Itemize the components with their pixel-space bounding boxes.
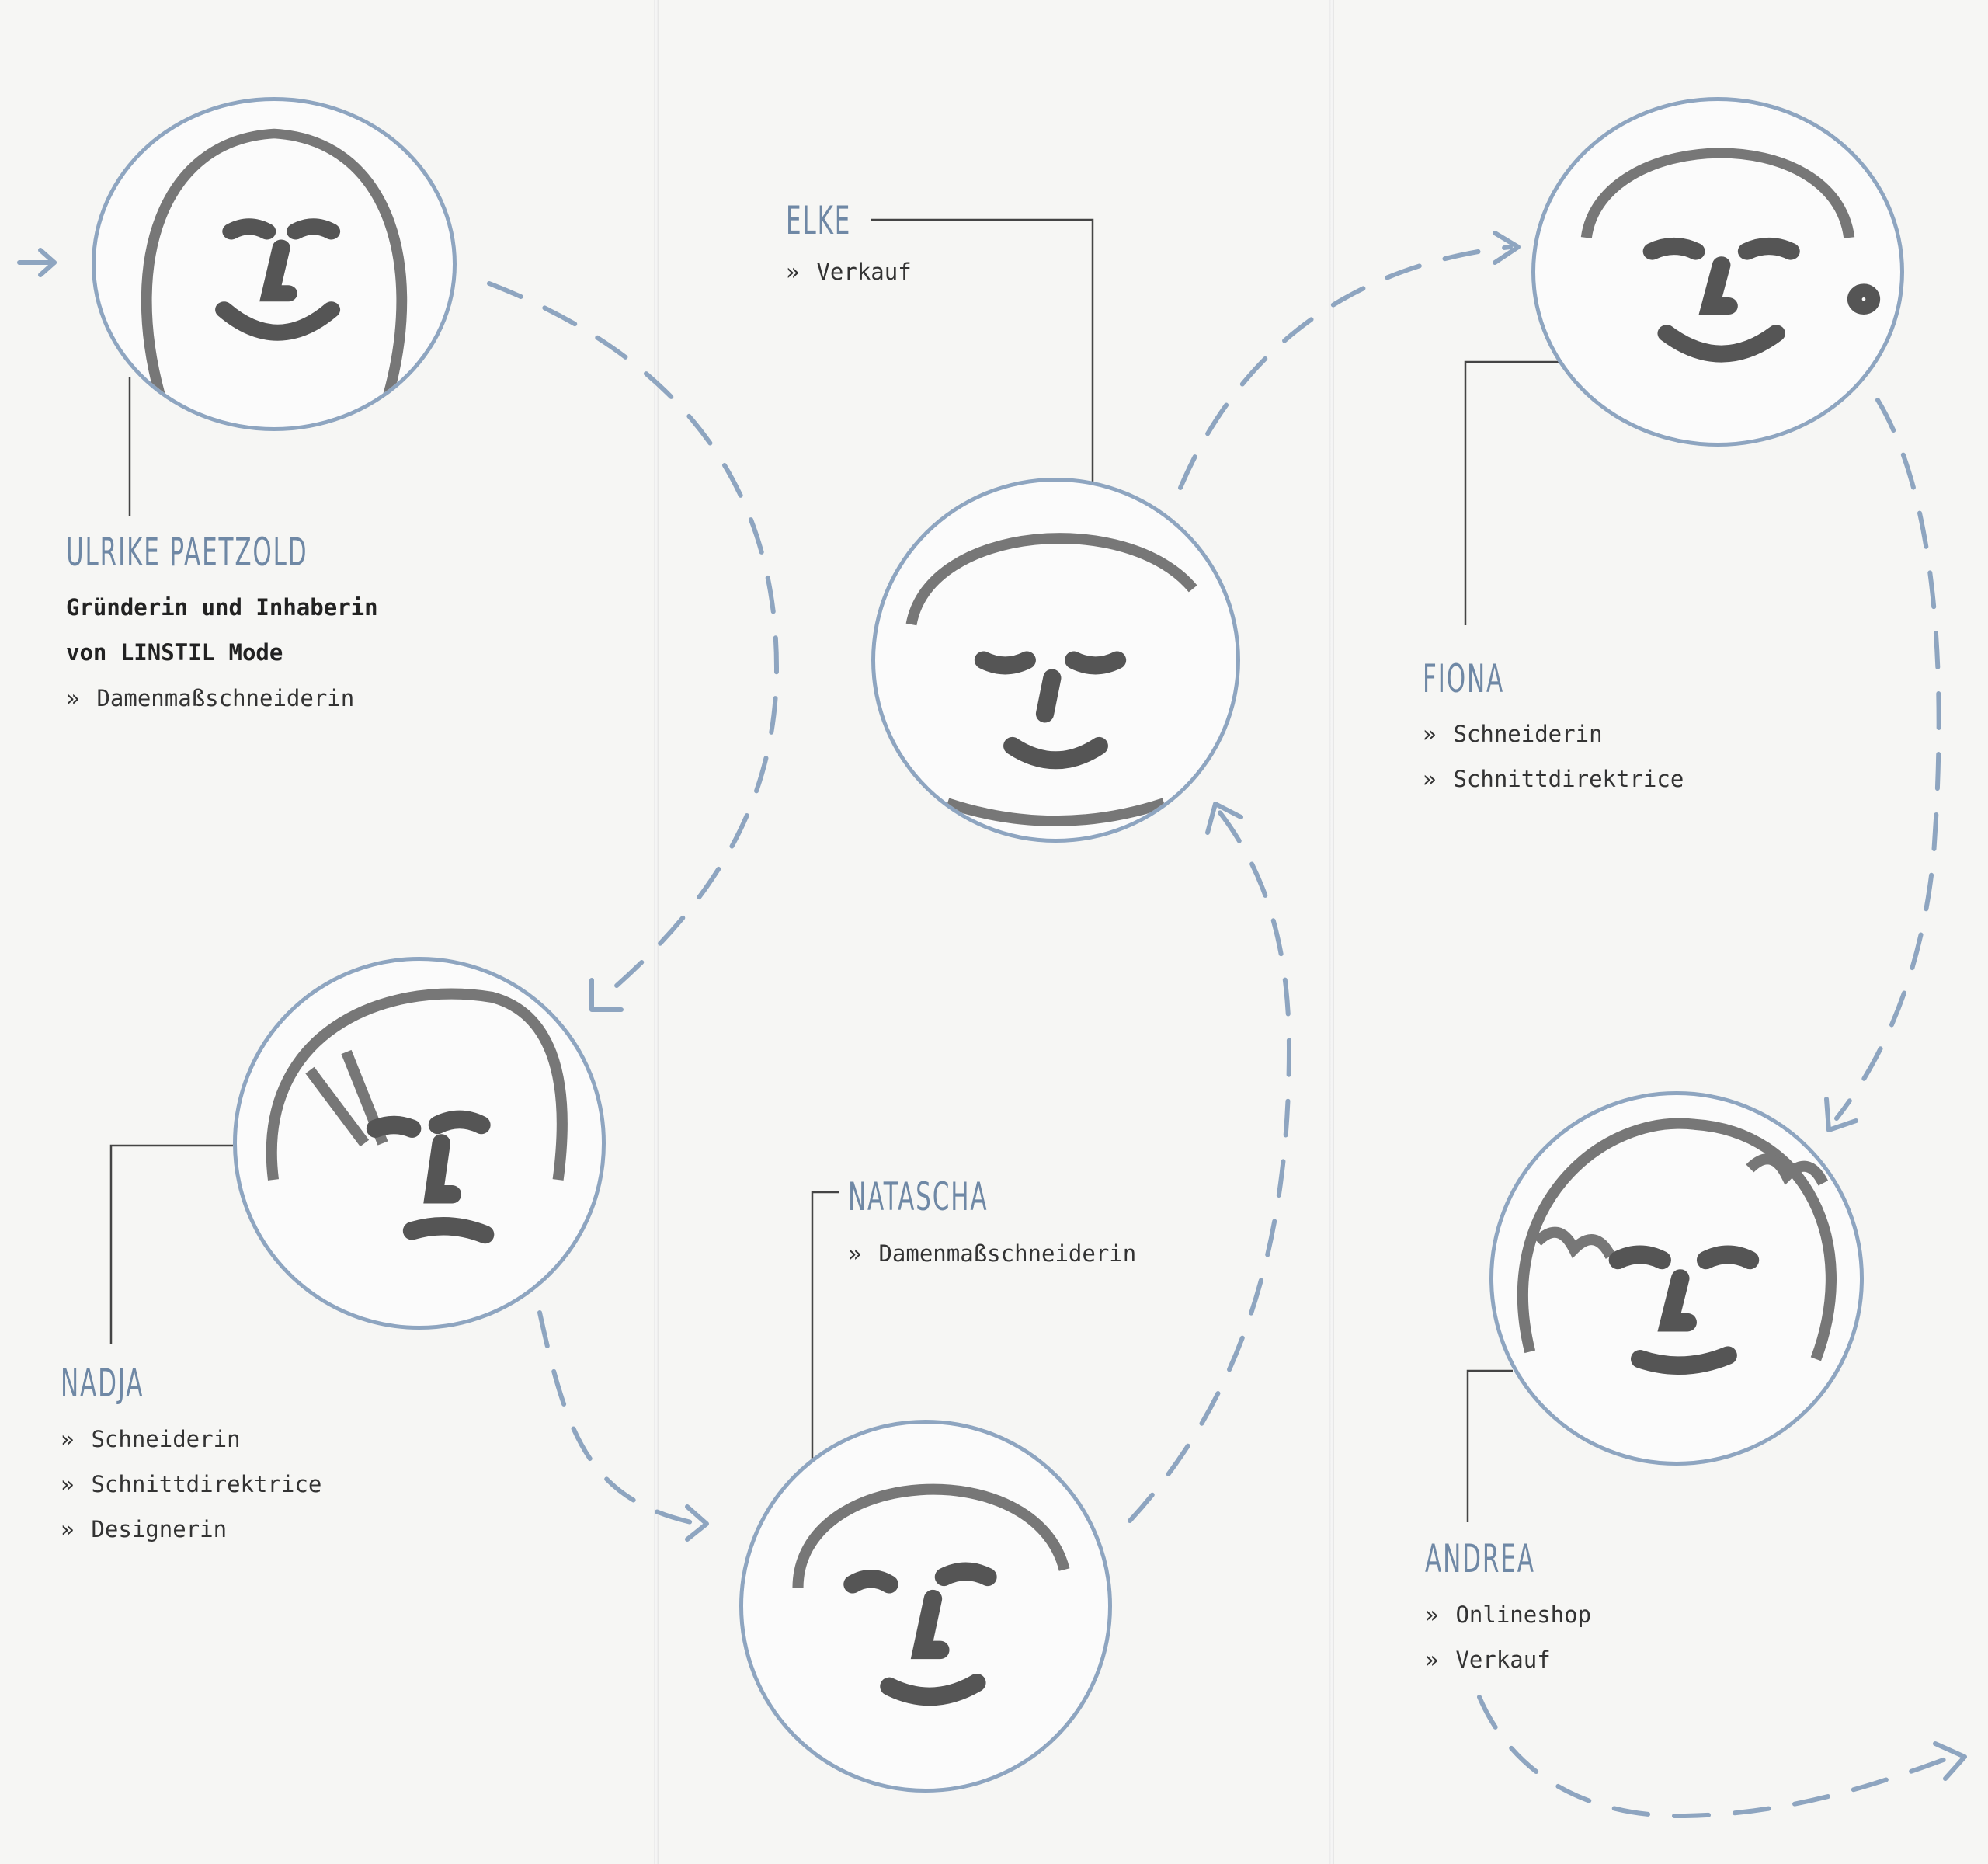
flow-dash-fiona-andrea — [1834, 398, 1941, 1121]
role-nadja-3: » Designerin — [61, 1516, 227, 1542]
role-text: Verkauf — [1455, 1647, 1551, 1673]
title-ulrike-line1: Gründerin und Inhaberin — [66, 594, 378, 621]
arrowhead-fiona-icon — [1493, 231, 1521, 265]
flow-dash-nadja-natascha — [537, 1310, 693, 1525]
role-text: Designerin — [91, 1516, 228, 1542]
bullet-icon: » — [786, 259, 800, 285]
role-andrea-2: » Verkauf — [1425, 1647, 1551, 1673]
leader-andrea — [1466, 1369, 1513, 1522]
bullet-icon: » — [61, 1426, 75, 1452]
leader-nadja — [109, 1144, 233, 1344]
arrowhead-natascha-icon — [685, 1504, 709, 1542]
bullet-icon: » — [1425, 1601, 1439, 1628]
fold-line-left — [654, 0, 659, 1864]
bullet-icon: » — [61, 1471, 75, 1497]
portrait-nadja — [233, 957, 606, 1330]
role-text: Schneiderin — [91, 1426, 241, 1452]
name-nadja: NADJA — [61, 1361, 144, 1406]
entry-arrow-icon — [17, 248, 57, 277]
flow-dash-ulrike-nadja — [487, 281, 780, 1004]
role-text: Schneiderin — [1453, 721, 1603, 747]
leader-fiona — [1464, 360, 1559, 625]
flow-dash-elke-fiona — [1178, 245, 1513, 490]
portrait-andrea — [1489, 1091, 1864, 1466]
title-ulrike-line2: von LINSTIL Mode — [66, 639, 283, 666]
bullet-icon: » — [1423, 721, 1437, 747]
name-elke: ELKE — [786, 198, 852, 243]
role-andrea-1: » Onlineshop — [1425, 1601, 1591, 1628]
role-text: Damenmaßschneiderin — [878, 1240, 1137, 1267]
role-nadja-1: » Schneiderin — [61, 1426, 241, 1452]
role-text: Onlineshop — [1455, 1601, 1592, 1628]
name-fiona: FIONA — [1423, 656, 1505, 701]
arrowhead-andrea-icon — [1824, 1097, 1858, 1132]
exit-arrowhead-icon — [1933, 1741, 1967, 1781]
role-nadja-2: » Schnittdirektrice — [61, 1471, 321, 1497]
flow-dash-andrea-exit — [1477, 1695, 1948, 1819]
leader-elke — [871, 218, 1094, 482]
fold-line-right — [1329, 0, 1334, 1864]
role-text: Verkauf — [816, 259, 912, 285]
role-elke-1: » Verkauf — [786, 259, 912, 285]
role-fiona-1: » Schneiderin — [1423, 721, 1603, 747]
flow-dash-natascha-elke — [1128, 809, 1292, 1523]
name-natascha: NATASCHA — [848, 1174, 989, 1219]
arrowhead-nadja-icon — [589, 978, 624, 1012]
portrait-natascha — [739, 1420, 1112, 1793]
bullet-icon: » — [848, 1240, 862, 1267]
bullet-icon: » — [66, 685, 80, 711]
role-text: Schnittdirektrice — [91, 1471, 322, 1497]
role-fiona-2: » Schnittdirektrice — [1423, 766, 1684, 792]
portrait-fiona — [1531, 97, 1904, 447]
role-text: Schnittdirektrice — [1453, 766, 1684, 792]
arrowhead-elke-icon — [1205, 802, 1243, 835]
role-ulrike-1: » Damenmaßschneiderin — [66, 685, 354, 711]
name-ulrike: ULRIKE PAETZOLD — [66, 530, 308, 575]
name-andrea: ANDREA — [1425, 1536, 1535, 1581]
role-natascha-1: » Damenmaßschneiderin — [848, 1240, 1136, 1267]
bullet-icon: » — [1425, 1647, 1439, 1673]
bullet-icon: » — [61, 1516, 75, 1542]
leader-natascha — [811, 1191, 839, 1464]
role-text: Damenmaßschneiderin — [96, 685, 355, 711]
portrait-elke — [871, 478, 1240, 843]
bullet-icon: » — [1423, 766, 1437, 792]
portrait-ulrike — [92, 97, 457, 431]
